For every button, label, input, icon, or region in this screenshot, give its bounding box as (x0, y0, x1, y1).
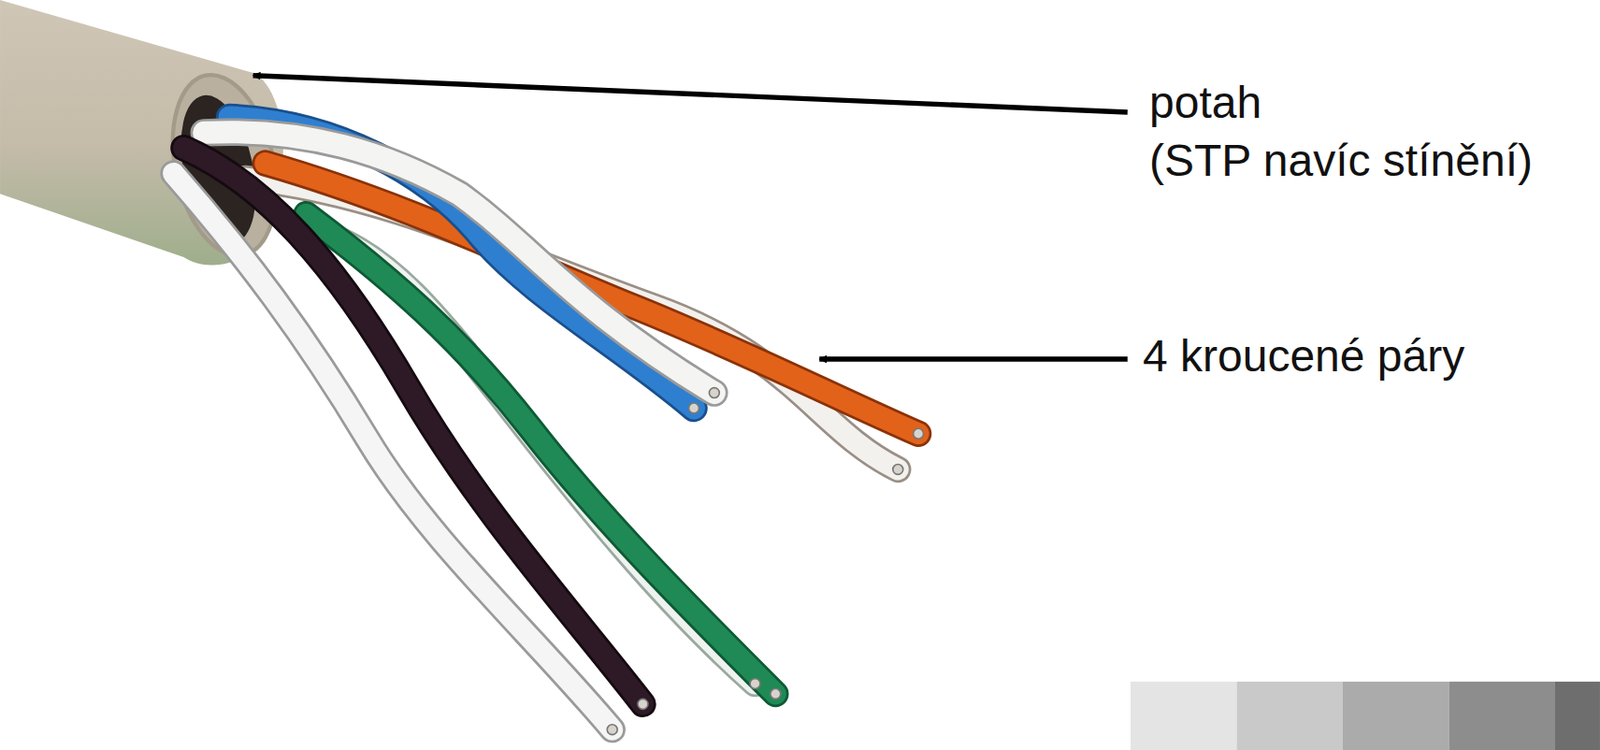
wire-outline (173, 172, 613, 730)
leader-arrow (253, 75, 1128, 113)
twisted-pairs (173, 116, 920, 730)
gray-strip (1130, 681, 1600, 750)
part-label: potah (1149, 78, 1262, 129)
wire-outline (183, 147, 643, 705)
pair-label: 4 kroucené páry (1142, 331, 1465, 382)
note-label: (STP navíc stínění) (1149, 136, 1533, 187)
leader-arrow (819, 356, 1128, 361)
white-brown-wire (173, 172, 613, 730)
brown-wire (183, 147, 643, 705)
conductor-tips (606, 388, 923, 736)
